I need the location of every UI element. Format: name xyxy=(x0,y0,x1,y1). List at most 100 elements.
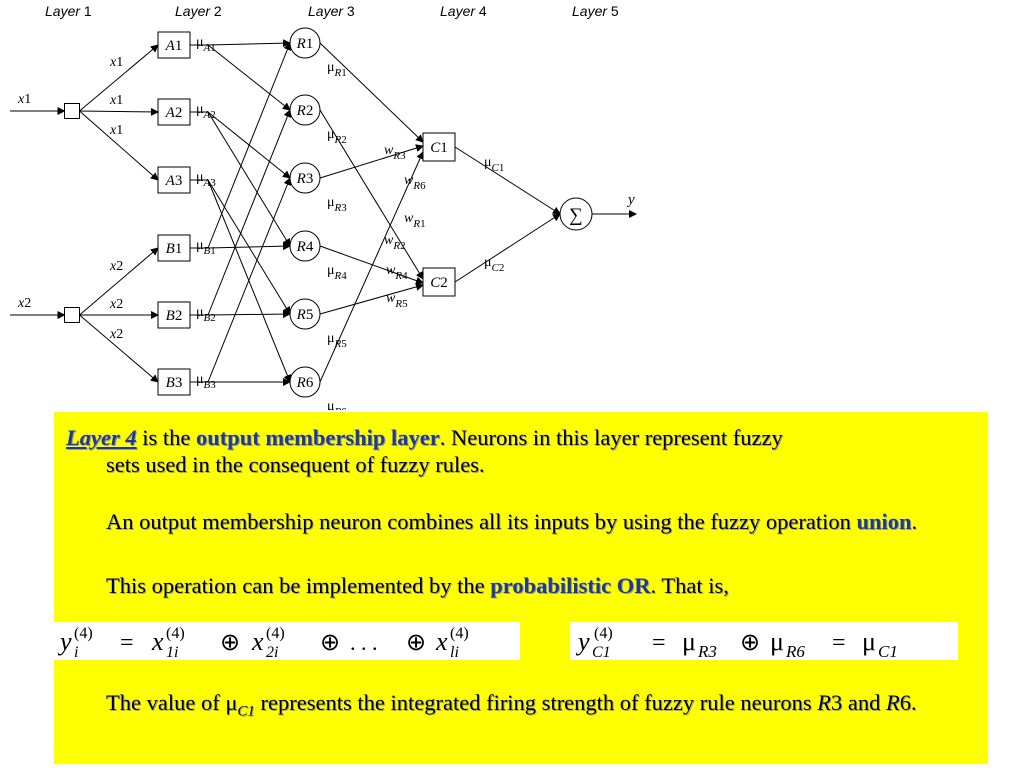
layer-label-5: Layer 5 xyxy=(572,3,619,19)
membership-label-B1: μB1 xyxy=(196,238,216,257)
paragraph-firing-strength: The value of μC1 represents the integrat… xyxy=(106,690,917,720)
rule-label-R4: μR4 xyxy=(327,263,347,282)
explanation-panel xyxy=(54,412,988,764)
svg-text:C1: C1 xyxy=(878,642,898,660)
membership-label-A1: μA1 xyxy=(196,35,216,54)
output-membership-term: output membership layer xyxy=(195,425,440,450)
membership-label-A3: μA3 xyxy=(196,170,216,189)
svg-text:⊕: ⊕ xyxy=(220,630,240,656)
edge-A3-R6 xyxy=(207,179,292,383)
edge-R6-C1 xyxy=(319,151,424,383)
rule-text-R4: R4 xyxy=(296,239,314,255)
input-label-x2: x2 xyxy=(17,296,31,311)
membership-node-B2 xyxy=(157,301,191,329)
output-label: y xyxy=(626,192,635,208)
svg-text:μ: μ xyxy=(682,627,696,656)
sum-symbol: ∑ xyxy=(569,205,583,226)
svg-text:R3: R3 xyxy=(697,642,717,660)
input-to-A2 xyxy=(79,107,159,116)
weight-label-wR5: wR5 xyxy=(386,291,408,310)
output-node-C2 xyxy=(422,267,456,297)
weight-label-wR4: wR4 xyxy=(386,263,408,282)
edge-A3-R5 xyxy=(207,179,291,315)
weight-label-wR6: wR6 xyxy=(404,173,426,192)
edge-label-x1-0: x1 xyxy=(109,55,123,70)
edge-label-x2-4: x2 xyxy=(109,297,123,312)
input-to-B1 xyxy=(79,247,159,316)
membership-text-A3: A3 xyxy=(165,173,183,189)
paragraph-layer4: Layer 4 is the output membership layer. … xyxy=(66,425,783,477)
input-node-x2 xyxy=(64,307,80,323)
edge-A1-R2 xyxy=(207,44,291,111)
svg-text:⊕: ⊕ xyxy=(406,630,426,656)
edge-B2-R2 xyxy=(207,109,292,316)
svg-text:(4): (4) xyxy=(74,625,93,642)
rule-text-R3: R3 xyxy=(296,171,314,187)
svg-text:x: x xyxy=(251,627,264,656)
rule-text-R2: R2 xyxy=(296,103,314,119)
edge-C1-sum xyxy=(454,146,561,215)
membership-node-A3 xyxy=(157,166,191,194)
membership-text-B3: B3 xyxy=(166,375,183,391)
output-text-C1: C1 xyxy=(430,140,448,156)
probabilistic-or-term: probabilistic OR xyxy=(490,573,651,598)
layer4-term: Layer 4 xyxy=(66,425,137,450)
edge-label-x2-3: x2 xyxy=(109,259,123,274)
rule-label-R3: μR3 xyxy=(327,195,347,214)
edge-A2-R4 xyxy=(207,111,291,247)
edge-A2-R3 xyxy=(207,111,291,179)
svg-text:. . .: . . . xyxy=(350,630,378,655)
membership-text-B2: B2 xyxy=(166,308,183,324)
input-to-A1 xyxy=(79,44,159,112)
membership-text-B1: B1 xyxy=(166,241,183,257)
svg-text:=: = xyxy=(652,630,666,656)
layer-label-1: Layer 1 xyxy=(45,3,92,19)
rule-label-R1: μR1 xyxy=(327,60,347,79)
rule-label-R2: μR2 xyxy=(327,127,347,146)
membership-label-A2: μA2 xyxy=(196,102,216,121)
rule-node-R1 xyxy=(289,27,321,59)
svg-text:x: x xyxy=(151,627,164,656)
rule-label-R5: μR5 xyxy=(327,331,347,350)
edge-R1-C1 xyxy=(319,42,424,143)
weight-label-wR1: wR1 xyxy=(404,211,426,230)
svg-text:y: y xyxy=(575,627,590,656)
input-node-x1 xyxy=(64,103,80,119)
output-label-C2: μC2 xyxy=(484,255,504,274)
weight-label-wR3: wR3 xyxy=(384,143,406,162)
rule-text-R1: R1 xyxy=(296,36,314,52)
membership-label-B2: μB2 xyxy=(196,305,216,324)
membership-text-A1: A1 xyxy=(165,38,183,54)
svg-text:=: = xyxy=(832,630,846,656)
edge-R5-C2 xyxy=(319,283,424,315)
edge-R4-C2 xyxy=(319,245,424,285)
rule-node-R3 xyxy=(289,162,321,194)
edge-label-x1-1: x1 xyxy=(109,93,123,108)
membership-label-B3: μB3 xyxy=(196,372,216,391)
edge-A1-R1 xyxy=(207,39,291,48)
svg-text:μ: μ xyxy=(770,627,784,656)
output-text-C2: C2 xyxy=(430,275,448,291)
svg-text:i: i xyxy=(74,644,78,660)
edge-label-x2-5: x2 xyxy=(109,327,123,342)
formula-general-union: y i (4) = x 1i (4) ⊕ x 2i (4) ⊕ . . . ⊕ … xyxy=(54,622,520,660)
svg-text:li: li xyxy=(450,644,459,660)
edge-label-x1-2: x1 xyxy=(109,123,123,138)
svg-text:R6: R6 xyxy=(785,642,805,660)
rule-node-R6 xyxy=(289,366,321,398)
membership-node-A2 xyxy=(157,98,191,126)
rule-node-R5 xyxy=(289,298,321,330)
input-to-A3 xyxy=(79,110,159,181)
svg-text:⊕: ⊕ xyxy=(740,630,760,656)
svg-text:(4): (4) xyxy=(166,625,185,642)
edge-B2-R5 xyxy=(207,310,291,319)
paragraph-union: An output membership neuron combines all… xyxy=(106,509,918,534)
svg-text:μ: μ xyxy=(862,627,876,656)
f1-y: y xyxy=(57,627,72,656)
paragraph-probabilistic-or: This operation can be implemented by the… xyxy=(106,573,729,598)
membership-node-A1 xyxy=(157,31,191,59)
output-node-C1 xyxy=(422,132,456,162)
formula-c1-union: y C1 (4) = μ R3 ⊕ μ R6 = μ C1 xyxy=(570,622,958,660)
svg-text:(4): (4) xyxy=(594,625,613,642)
edge-R2-C2 xyxy=(319,109,424,280)
